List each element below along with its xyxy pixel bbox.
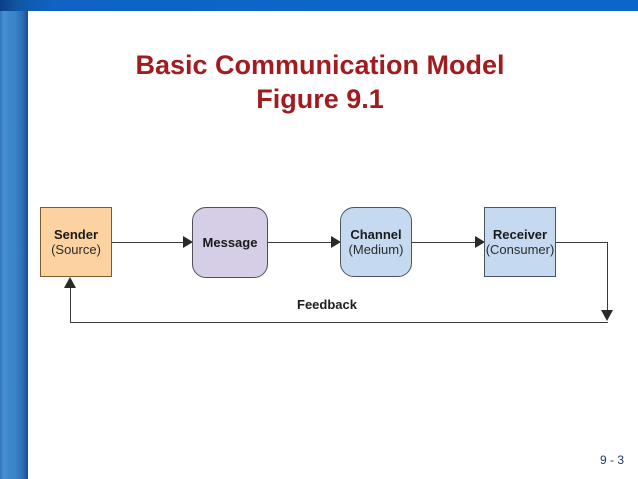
edge-message-channel-line bbox=[268, 242, 334, 243]
node-channel[interactable]: Channel (Medium) bbox=[340, 207, 412, 277]
node-message[interactable]: Message bbox=[192, 207, 268, 278]
title-line-2: Figure 9.1 bbox=[256, 84, 384, 114]
edge-feedback-right-segment bbox=[607, 242, 608, 312]
edge-feedback-left-segment bbox=[70, 288, 71, 323]
node-message-title: Message bbox=[202, 235, 258, 250]
node-receiver[interactable]: Receiver (Consumer) bbox=[484, 207, 556, 277]
node-sender[interactable]: Sender (Source) bbox=[40, 207, 112, 277]
edge-feedback-bottom-segment bbox=[70, 322, 608, 323]
title-line-1: Basic Communication Model bbox=[135, 50, 505, 80]
edge-sender-message-line bbox=[112, 242, 186, 243]
edge-feedback-down-arrowhead-icon bbox=[601, 310, 613, 321]
edge-feedback-up-arrowhead-icon bbox=[64, 277, 76, 288]
top-accent-bar bbox=[0, 0, 638, 11]
node-channel-title: Channel bbox=[350, 227, 402, 242]
edge-message-channel-arrowhead-icon bbox=[331, 236, 341, 248]
edge-channel-receiver-arrowhead-icon bbox=[475, 236, 485, 248]
edge-sender-message-arrowhead-icon bbox=[183, 236, 193, 248]
page-number: 9 - 3 bbox=[599, 453, 624, 467]
node-sender-title: Sender bbox=[53, 227, 99, 242]
node-sender-subtitle: (Source) bbox=[51, 242, 101, 257]
node-channel-subtitle: (Medium) bbox=[348, 242, 404, 257]
node-receiver-subtitle: (Consumer) bbox=[485, 242, 555, 257]
edge-feedback-top-segment bbox=[556, 242, 608, 243]
page-title: Basic Communication Model Figure 9.1 bbox=[40, 48, 600, 116]
node-receiver-title: Receiver bbox=[492, 227, 548, 242]
edge-channel-receiver-line bbox=[412, 242, 478, 243]
edge-feedback-label: Feedback bbox=[297, 297, 357, 312]
